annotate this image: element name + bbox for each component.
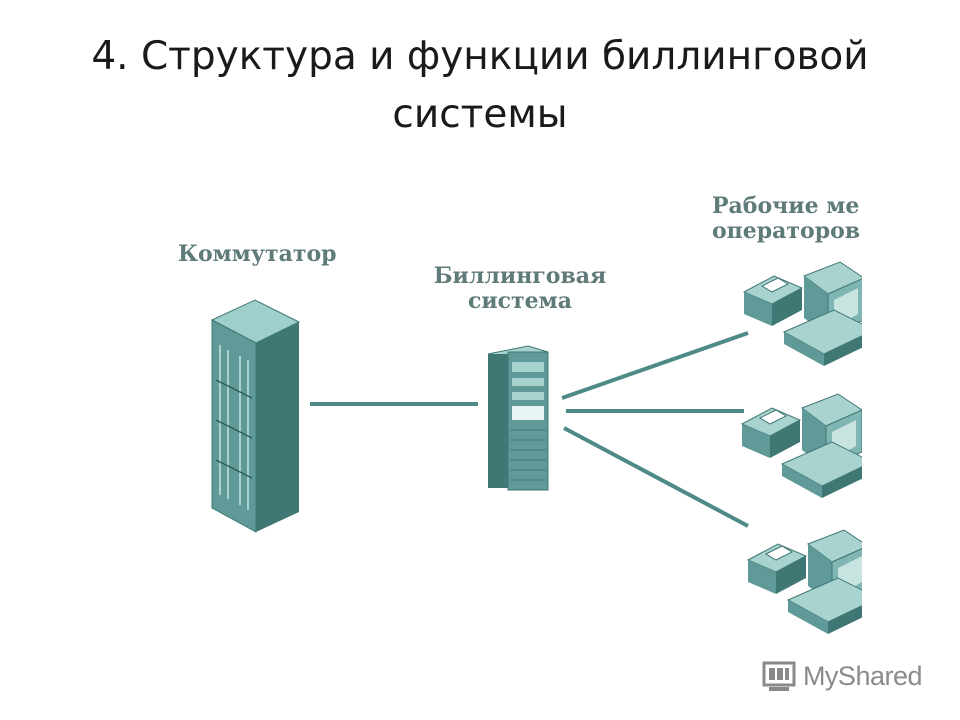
watermark-text: MyShared (802, 660, 923, 691)
workstation-3 (747, 529, 862, 635)
workstation-icon (747, 529, 862, 635)
billing-system-label: Биллинговая система (430, 264, 610, 314)
workstations-label: Рабочие ме операторов (712, 194, 860, 244)
workstation-1 (743, 261, 862, 367)
watermark: MyShared (761, 656, 923, 696)
billing-to-workstation-1-link (561, 331, 749, 400)
slide-title-line-2: системы (392, 92, 568, 137)
server-rack-icon (210, 299, 301, 533)
workstation-2 (741, 393, 862, 499)
slide-title: 4. Структура и функции биллинговой систе… (0, 28, 960, 144)
workstations-label-line-1: Рабочие ме (712, 194, 860, 219)
billing-system-label-line-2: система (467, 288, 573, 314)
switch-label: Коммутатор (178, 241, 337, 267)
billing-system-label-line-1: Биллинговая (433, 263, 607, 289)
tower-server-icon (487, 345, 549, 491)
workstations-label-line-2: операторов (712, 218, 860, 244)
workstation-icon (743, 261, 862, 367)
slide-title-line-1: 4. Структура и функции биллинговой (91, 34, 869, 79)
billing-to-workstation-3-link (563, 426, 749, 528)
workstation-icon (741, 393, 862, 499)
myshared-logo-icon (762, 661, 796, 691)
